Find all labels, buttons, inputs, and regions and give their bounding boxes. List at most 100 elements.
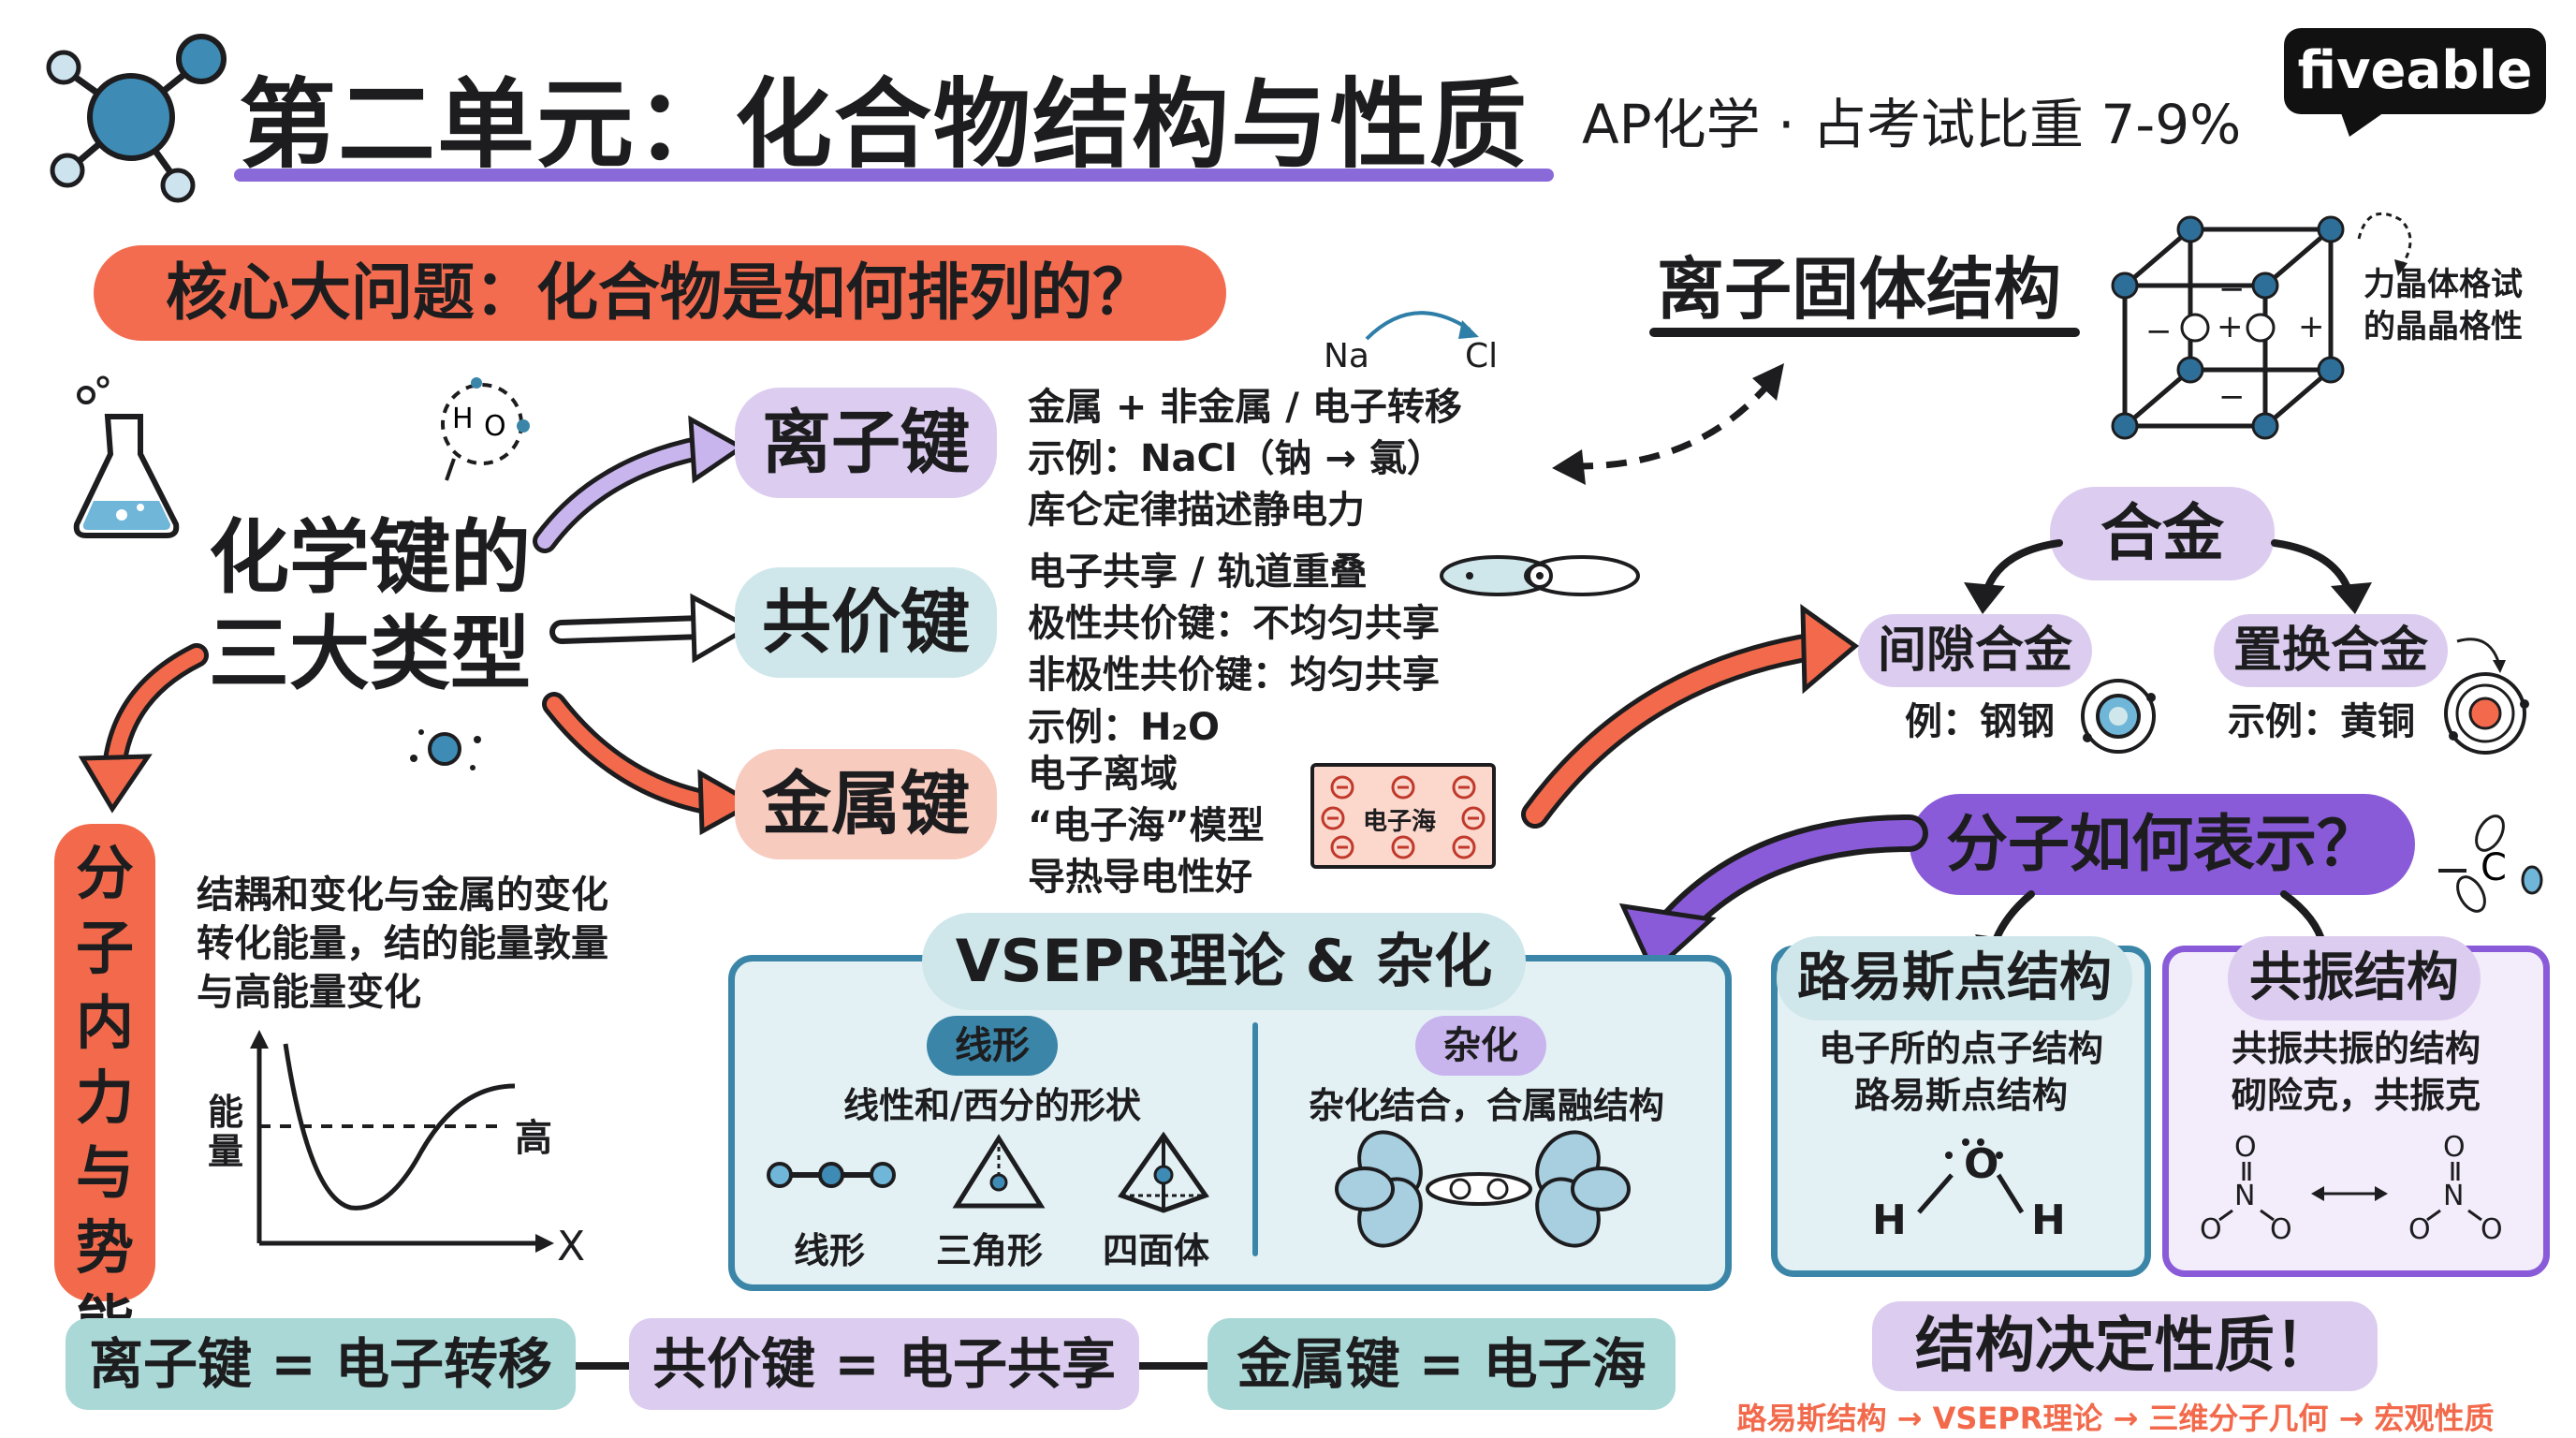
dots-icon: [410, 729, 481, 770]
chart-high-label: 高: [515, 1117, 552, 1160]
svg-text:−: −: [2145, 313, 2173, 350]
ionic-bond-pill: 离子键: [735, 388, 997, 498]
orbital-overlap-icon: [1440, 555, 1640, 596]
core-question: 核心大问题：化合物是如何排列的？: [94, 245, 1226, 341]
linear-desc: 线性和/西分的形状: [843, 1085, 1141, 1126]
substitutional-atom-icon: [2444, 672, 2529, 755]
resonance-line-1: 共振共振的结构: [2231, 1028, 2481, 1069]
svg-text:N: N: [2234, 1180, 2255, 1212]
imf-line-2: 转化能量，结的能量敦量: [197, 922, 608, 965]
arrow-to-substitutional: [2271, 539, 2372, 614]
arrow-to-metallic: [542, 692, 758, 836]
ionic-line-1: 金属 + 非金属 / 电子转移: [1028, 386, 1462, 429]
substitutional-alloy-pill: 置换合金: [2214, 614, 2448, 687]
svg-text:N: N: [2443, 1180, 2464, 1212]
potential-energy-curve: [283, 1043, 516, 1211]
svg-text:−: −: [2218, 378, 2246, 416]
lewis-line-1: 电子所的点子结构: [1818, 1028, 2103, 1069]
cl-label: Cl: [1465, 337, 1499, 375]
arrow-metallic-to-alloy: [1521, 604, 1860, 829]
covalent-description: 电子共享 / 轨道重叠 极性共价键：不均匀共享 非极性共价键：均匀共享 示例：H…: [1028, 547, 1440, 754]
dashed-curl-icon: [2357, 212, 2412, 276]
water-lewis-structure: [1917, 1138, 2025, 1214]
covalent-bond-label: 共价键: [762, 582, 970, 663]
svg-text:O: O: [484, 410, 506, 443]
lattice-caption-line2: 的晶晶格性: [2364, 307, 2523, 345]
metallic-bond-label: 金属键: [762, 764, 970, 844]
summary-covalent: 共价键 = 电子共享: [629, 1318, 1139, 1410]
core-question-text: 核心大问题：化合物是如何排列的？: [166, 257, 1154, 329]
vsepr-divider: [1252, 1022, 1258, 1256]
molecule-icon: [46, 34, 227, 203]
svg-text:O: O: [2443, 1131, 2466, 1164]
covalent-line-1: 电子共享 / 轨道重叠: [1028, 550, 1368, 594]
lattice-caption-line1: 力晶体格试: [2364, 266, 2523, 303]
imf-description: 结耦和变化与金属的变化 转化能量，结的能量敦量 与高能量变化: [197, 871, 608, 1017]
linear-tag-label: 线形: [955, 1024, 1030, 1067]
alloy-pill: 合金: [2050, 487, 2275, 580]
alloy-label: 合金: [2100, 497, 2224, 569]
lattice-caption: 力晶体格试 的晶晶格性: [2364, 264, 2523, 348]
bond-types-heading: 化学键的 三大类型: [201, 510, 538, 703]
shape-label-trigonal: 三角形: [936, 1230, 1044, 1271]
arrow-to-interstitial: [1964, 539, 2063, 614]
svg-text:C: C: [2481, 846, 2507, 889]
svg-text:O: O: [2481, 1213, 2503, 1246]
shape-label-tetrahedral: 四面体: [1103, 1230, 1210, 1271]
svg-text:O: O: [2270, 1213, 2292, 1246]
lewis-title-pill: 路易斯点结构: [1777, 936, 2132, 1020]
svg-text:−: −: [2218, 271, 2246, 308]
fiveable-logo: fiveable: [2284, 28, 2546, 114]
metallic-description: 电子离域 “电子海”模型 导热导电性好: [1028, 749, 1265, 904]
molecule-sketch-icon: C: [2438, 814, 2543, 913]
ionic-line-3: 库仑定律描述静电力: [1028, 489, 1365, 533]
imf-title-bar: [54, 824, 155, 1301]
lewis-atom-o: O: [1964, 1140, 1999, 1188]
ionic-description: 金属 + 非金属 / 电子转移 示例：NaCl（钠 → 氯） 库仑定律描述静电力: [1028, 382, 1462, 537]
summary-covalent-text: 共价键 = 电子共享: [652, 1332, 1116, 1396]
arrow-to-ionic: [533, 415, 746, 553]
metallic-line-3: 导热导电性好: [1028, 856, 1252, 900]
lewis-description: 电子所的点子结构 路易斯点结构: [1771, 1025, 2151, 1119]
linear-tag: 线形: [927, 1016, 1058, 1076]
water-molecule-icon: H O: [441, 377, 530, 481]
electron-sea-label: 电子海: [1363, 808, 1437, 836]
substitutional-example: 示例：黄铜: [2228, 700, 2415, 743]
summary-metallic: 金属键 = 电子海: [1208, 1318, 1676, 1410]
svg-text:+: +: [2298, 308, 2325, 345]
chart-xlabel: X: [557, 1223, 586, 1270]
svg-text:O: O: [2234, 1131, 2257, 1164]
subtitle: AP化学 · 占考试比重 7-9%: [1582, 93, 2242, 156]
chart-ylabel: 能量: [208, 1092, 244, 1172]
bond-types-line1: 化学键的: [209, 511, 531, 605]
imf-line-3: 与高能量变化: [197, 971, 421, 1014]
lewis-atom-h1: H: [1872, 1196, 1907, 1244]
ionic-line-2: 示例：NaCl（钠 → 氯）: [1028, 437, 1444, 481]
representation-pill: 分子如何表示？: [1910, 794, 2415, 895]
lewis-title: 路易斯点结构: [1797, 947, 2112, 1008]
conclusion-chain: 路易斯结构 → VSEPR理论 → 三维分子几何 → 宏观性质: [1736, 1401, 2495, 1436]
trigonal-shape-icon: [952, 1134, 1046, 1209]
covalent-example: 示例：H₂O: [1028, 705, 1220, 749]
interstitial-example: 例：钢钢: [1905, 700, 2055, 743]
metallic-line-1: 电子离域: [1028, 753, 1178, 796]
resonance-title-pill: 共振结构: [2228, 936, 2481, 1020]
svg-text:O: O: [2200, 1213, 2222, 1246]
hybrid-tag: 杂化: [1415, 1016, 1546, 1076]
svg-text:H: H: [452, 403, 474, 435]
hybrid-tag-label: 杂化: [1443, 1024, 1518, 1067]
ionic-bond-label: 离子键: [762, 403, 970, 483]
imf-title: 分子内力与势能: [75, 839, 134, 1357]
electron-transfer-arrow: [1365, 311, 1479, 341]
title-underline: [234, 169, 1554, 182]
imf-line-1: 结耦和变化与金属的变化: [197, 873, 608, 917]
na-label: Na: [1324, 337, 1369, 375]
conclusion-pill: 结构决定性质！: [1872, 1301, 2378, 1391]
tetrahedral-shape-icon: [1118, 1131, 1209, 1213]
arrow-to-vsepr: [1618, 814, 1928, 976]
hybrid-orbitals-icon: [1335, 1130, 1631, 1248]
metallic-line-2: “电子海”模型: [1028, 804, 1265, 848]
flask-icon: [73, 375, 180, 538]
covalent-line-2: 极性共价键：不均匀共享: [1028, 602, 1440, 646]
